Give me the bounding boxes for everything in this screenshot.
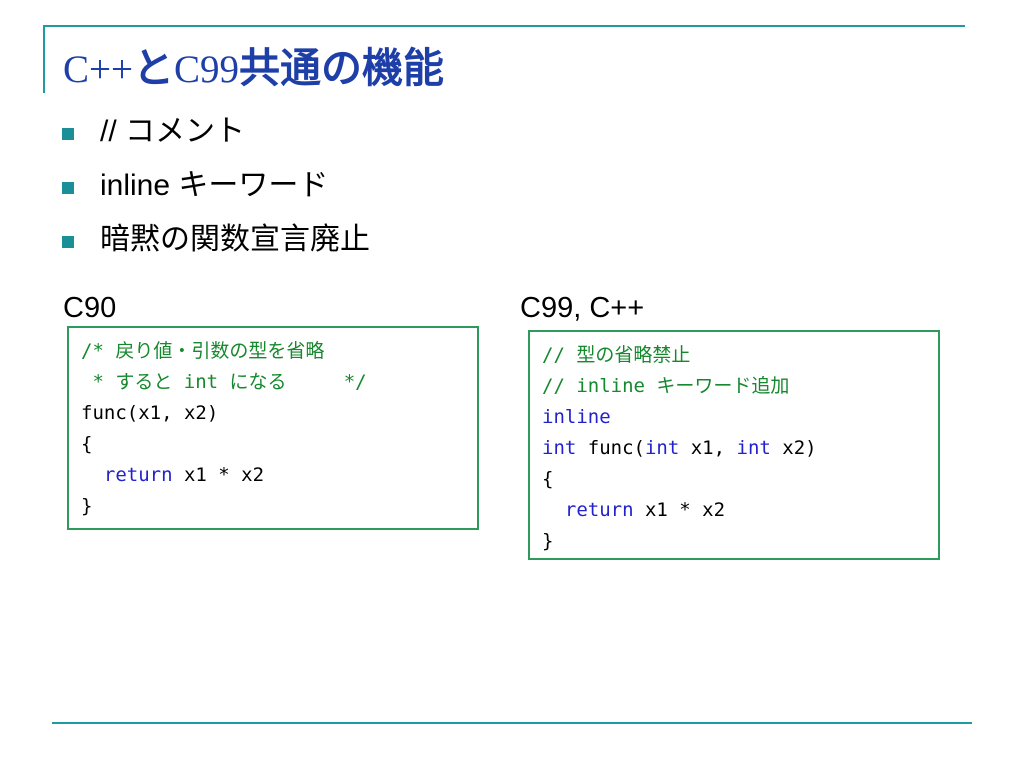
- square-bullet-icon: [62, 128, 74, 140]
- code-text: x1 * x2: [633, 499, 726, 521]
- code-comment-line: // 型の省略禁止: [542, 344, 691, 366]
- c90-label: C90: [63, 292, 117, 324]
- slide-title: C++とC99共通の機能: [63, 38, 444, 98]
- code-line: }: [542, 530, 554, 552]
- bottom-divider: [52, 722, 972, 724]
- code-line: {: [542, 468, 554, 490]
- code-keyword: int: [736, 437, 771, 459]
- code-indent: [542, 499, 565, 521]
- code-comment-line: /* 戻り値・引数の型を省略: [81, 340, 325, 362]
- bullet-text: // コメント: [100, 115, 246, 148]
- bullet-text: 暗黙の関数宣言廃止: [100, 223, 370, 256]
- code-line: int func(int x1, int x2): [542, 433, 926, 464]
- title-part-cpp: C++: [63, 48, 134, 91]
- code-keyword: int: [542, 437, 577, 459]
- code-line: return x1 * x2: [542, 495, 926, 526]
- code-indent: [81, 464, 104, 486]
- code-comment-line: // inline キーワード追加: [542, 375, 790, 397]
- code-text: x1,: [679, 437, 737, 459]
- code-line: }: [81, 495, 93, 517]
- code-keyword: return: [564, 499, 634, 521]
- bullet-text: inline キーワード: [100, 169, 329, 202]
- square-bullet-icon: [62, 236, 74, 248]
- c90-code-block: /* 戻り値・引数の型を省略 * すると int になる */ func(x1,…: [67, 326, 479, 530]
- code-line: return x1 * x2: [81, 460, 465, 491]
- code-keyword-line: inline: [542, 406, 611, 428]
- title-part-to: と: [133, 44, 175, 92]
- code-text: x2): [770, 437, 817, 459]
- code-keyword: return: [103, 464, 173, 486]
- c99-cpp-label: C99, C++: [520, 292, 645, 324]
- code-text: func(: [576, 437, 645, 459]
- code-line: {: [81, 433, 93, 455]
- title-part-c99: C99: [174, 48, 240, 91]
- title-left-accent: [43, 25, 45, 93]
- square-bullet-icon: [62, 182, 74, 194]
- code-comment-line: * すると int になる */: [81, 371, 367, 393]
- code-text: x1 * x2: [172, 464, 265, 486]
- c99-code-block: // 型の省略禁止 // inline キーワード追加 inline int f…: [528, 330, 940, 560]
- code-line: func(x1, x2): [81, 402, 219, 424]
- title-part-common-features: 共通の機能: [239, 44, 445, 92]
- code-keyword: int: [644, 437, 680, 459]
- top-divider: [43, 25, 965, 27]
